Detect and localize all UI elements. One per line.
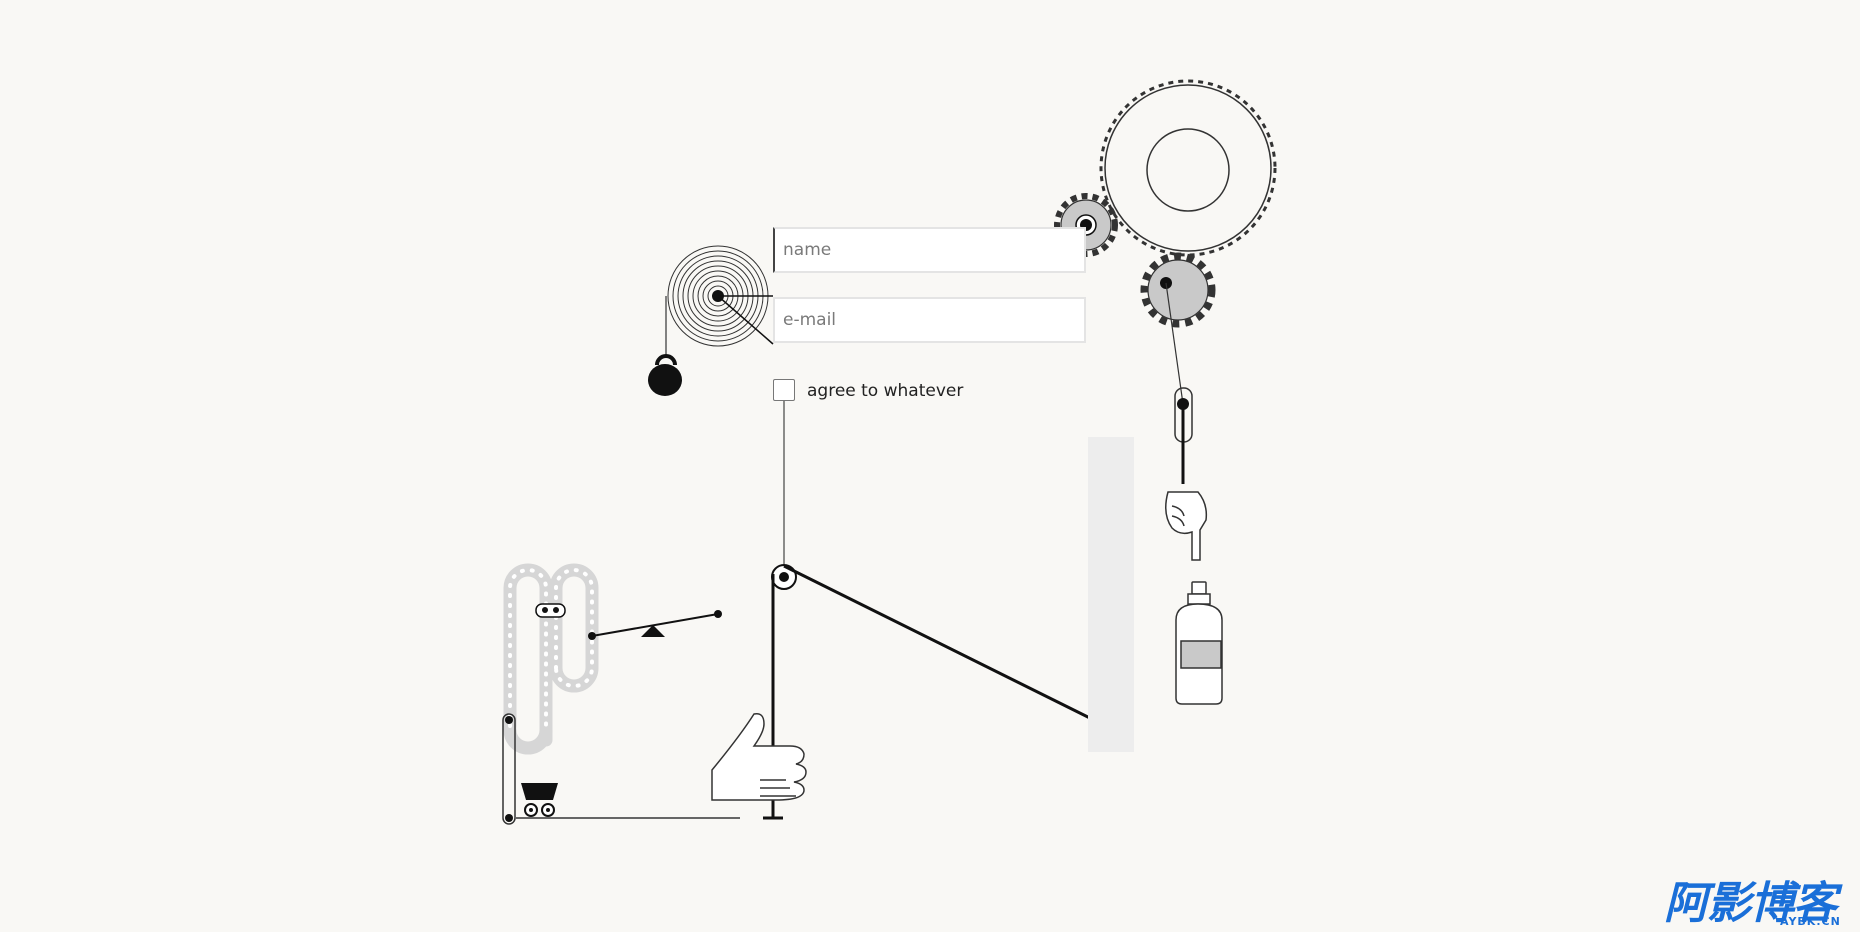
thumbs-up-hand-icon (711, 712, 807, 801)
kettlebell-icon (648, 354, 682, 396)
medium-gear (1140, 252, 1216, 328)
agree-checkbox[interactable] (773, 379, 795, 401)
seesaw (588, 610, 722, 640)
large-gear (1099, 79, 1277, 257)
mine-cart-icon (521, 783, 558, 817)
watermark-subtext: AYBK.CN (1780, 915, 1841, 928)
pointing-hand-icon (1165, 491, 1208, 561)
small-gear (1054, 193, 1118, 257)
name-field[interactable] (773, 227, 1086, 273)
email-field[interactable] (773, 297, 1086, 343)
agree-label: agree to whatever (807, 381, 964, 401)
watermark-logo: 阿影博客 (1664, 878, 1837, 929)
stopper-bar (1088, 437, 1134, 752)
spray-bottle-icon (1175, 581, 1223, 705)
conveyor-belt (503, 563, 599, 755)
